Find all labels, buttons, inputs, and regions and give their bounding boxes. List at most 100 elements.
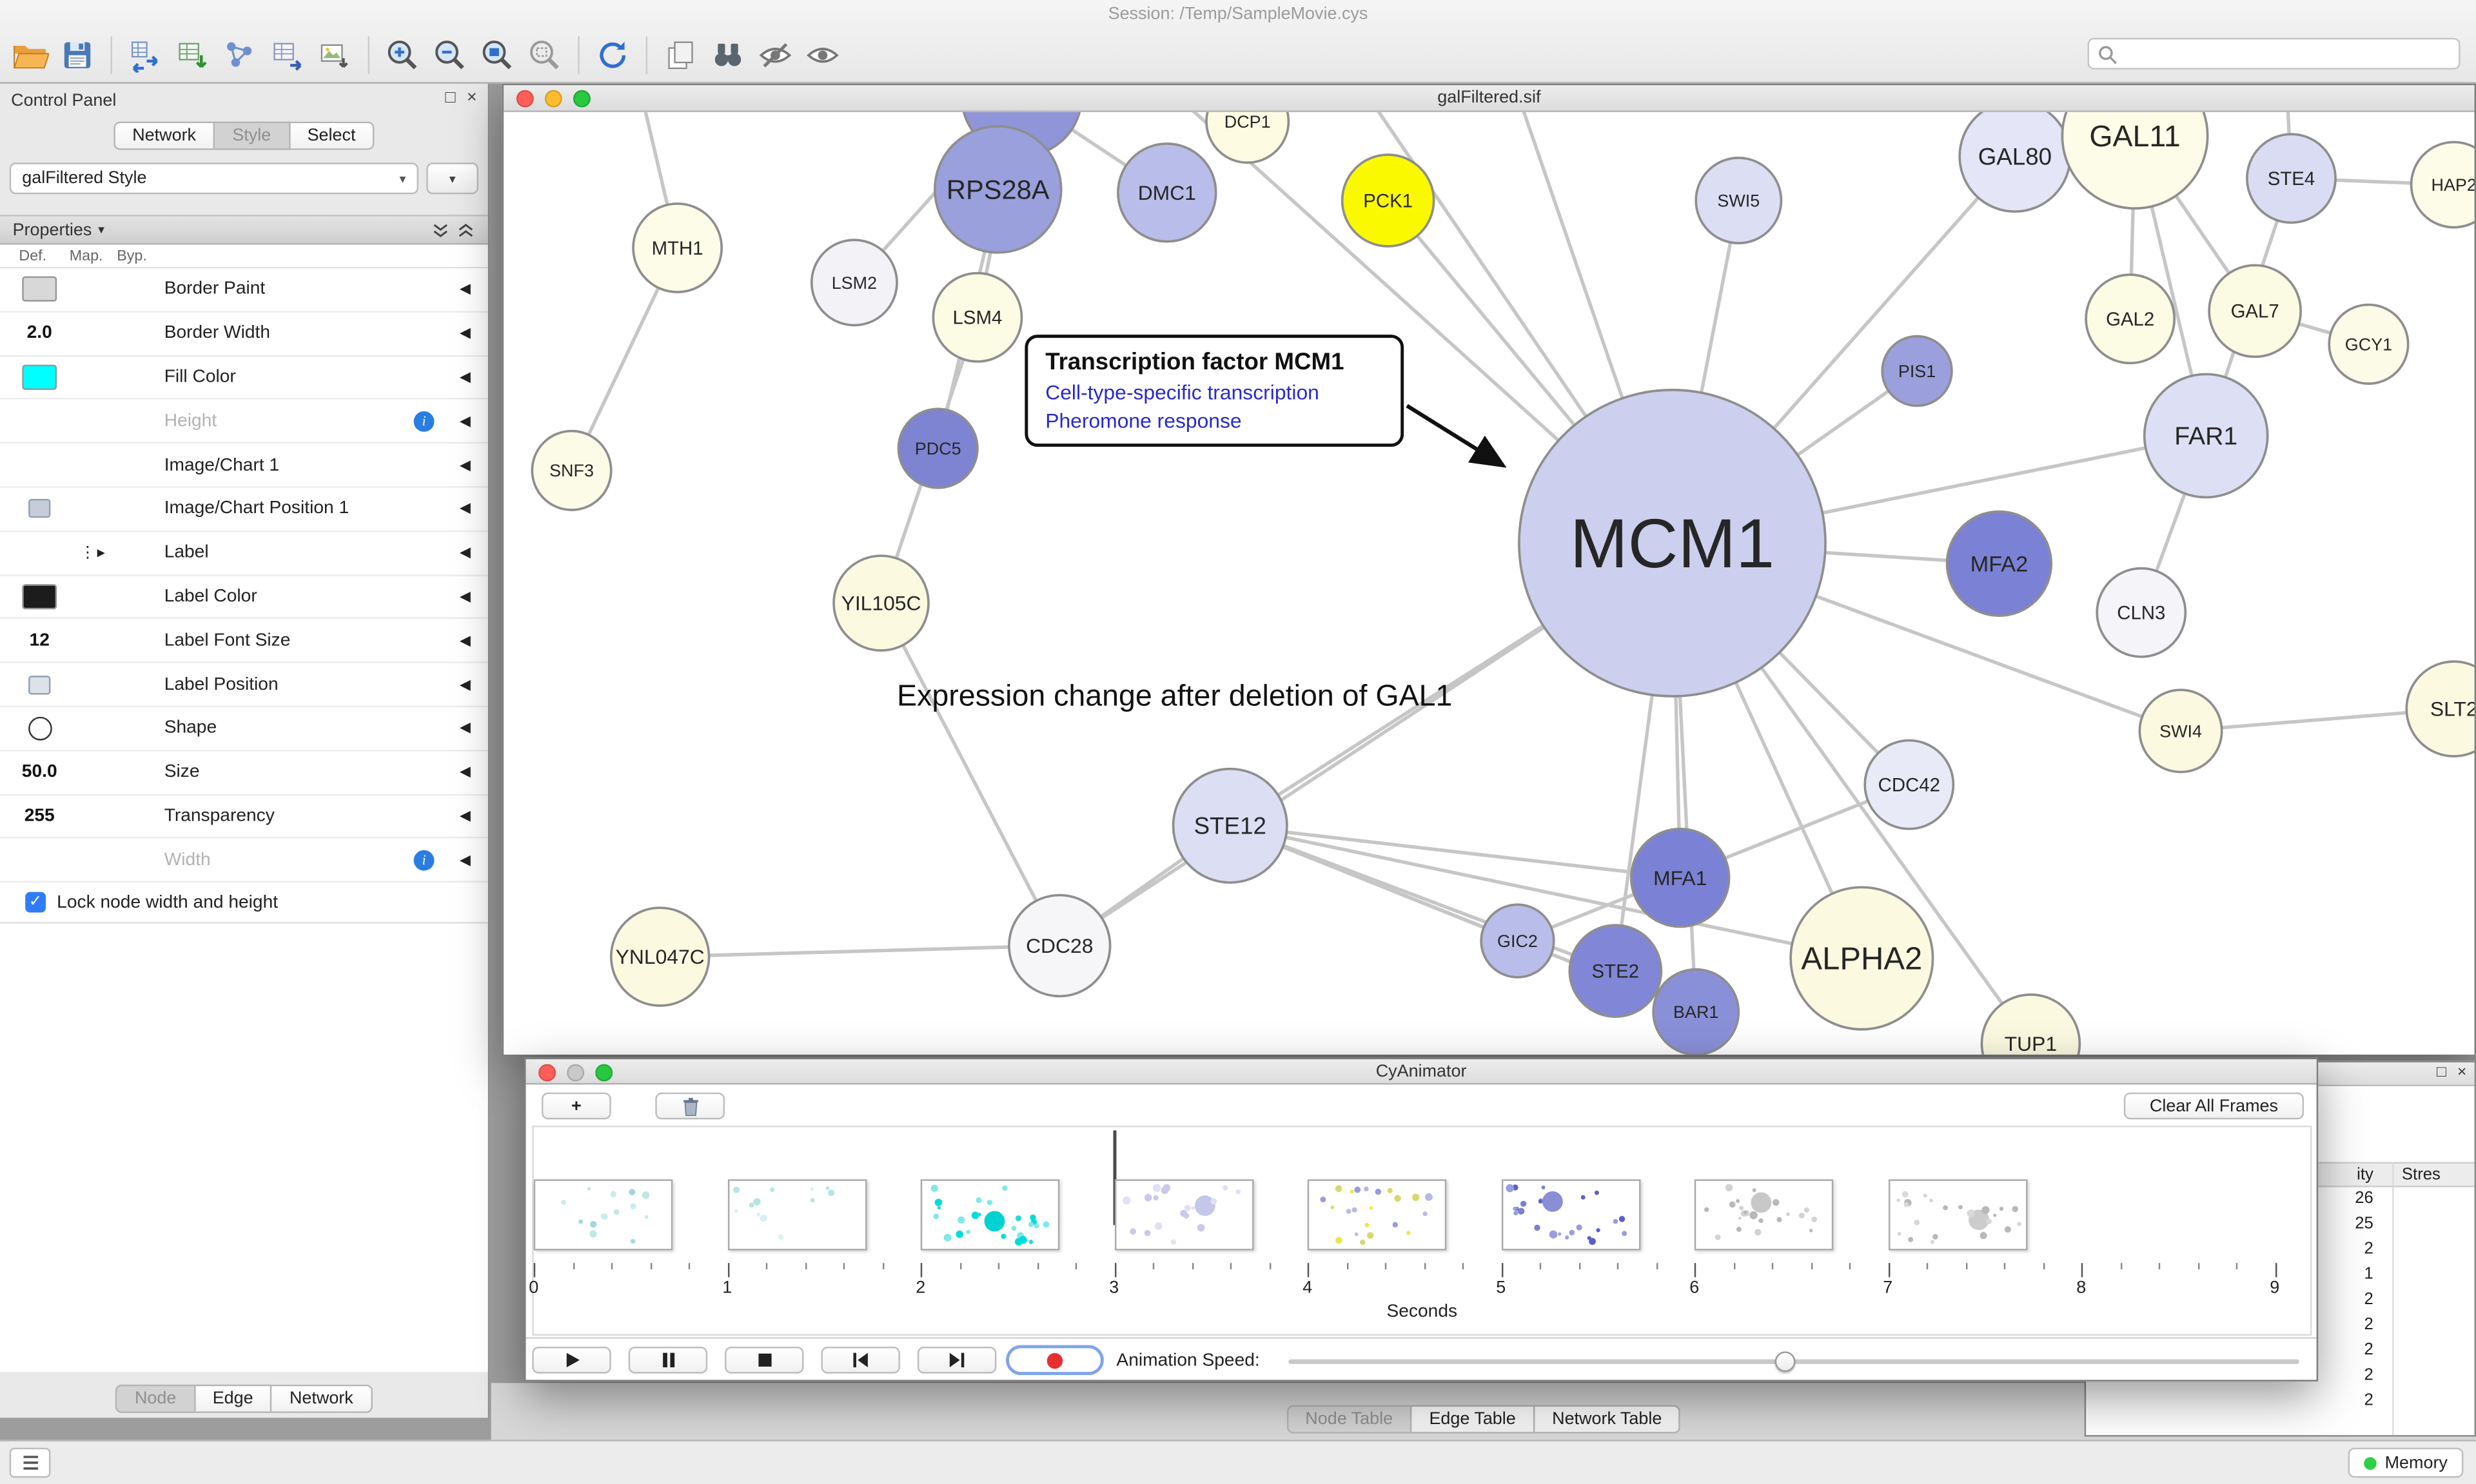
node-mcm1[interactable] [1518,389,1827,698]
expand-all-icon[interactable] [431,220,450,239]
style-select[interactable]: galFiltered Style ▾ [9,162,418,195]
zoom-fit-button[interactable] [474,33,521,77]
export-table-button[interactable] [264,33,311,77]
node-alpha2[interactable] [1789,886,1934,1031]
network-graph[interactable]: RPS28BRPS28ADMC1DCP1PCK1SWI5GAL80GAL11ST… [504,112,2475,1055]
node-cdc28[interactable] [1008,893,1112,998]
pause-button[interactable] [628,1346,708,1374]
expand-row-icon[interactable]: ◀ [459,676,471,692]
delete-frame-button[interactable] [655,1092,725,1120]
lock-dimensions-checkbox[interactable]: ✓ [25,892,46,913]
node-ynl047c[interactable] [609,906,711,1007]
node-cdc42[interactable] [1863,739,1955,830]
property-row-size[interactable]: 50.0 Size ◀ [0,751,488,796]
property-row-width[interactable]: Width i ◀ [0,839,488,883]
tab-node[interactable]: Node [115,1384,195,1413]
node-lsm4[interactable] [932,271,1023,363]
global-search[interactable] [2087,37,2461,70]
zoom-window-button[interactable] [573,90,591,108]
property-row-image-chart-position-1[interactable]: Image/Chart Position 1 ◀ [0,487,488,532]
expand-row-icon[interactable]: ◀ [459,632,471,648]
tab-network[interactable]: Network [113,121,215,150]
expand-row-icon[interactable]: ◀ [459,807,471,824]
edge-yil105c-cdc28[interactable] [879,602,1061,947]
zoom-selected-button[interactable] [521,33,568,77]
frame-thumbnail-4[interactable] [1307,1179,1447,1251]
node-bar1[interactable] [1652,968,1740,1055]
expand-row-icon[interactable]: ◀ [459,719,471,736]
float-panel-icon[interactable]: □ [445,88,456,108]
property-row-label-position[interactable]: Label Position ◀ [0,663,488,708]
minimize-window-button[interactable] [567,1064,585,1082]
frame-thumbnail-6[interactable] [1694,1179,1834,1251]
network-snapshot-button[interactable] [657,33,704,77]
expand-row-icon[interactable]: ◀ [459,851,471,868]
transparency-value[interactable]: 255 [24,806,55,826]
node-mth1[interactable] [632,202,723,293]
play-button[interactable] [532,1346,611,1374]
skip-to-start-button[interactable] [821,1346,900,1374]
expand-row-icon[interactable]: ◀ [459,763,471,779]
property-row-label[interactable]: ⋮▸ Label ◀ [0,531,488,576]
position-icon[interactable] [28,675,51,694]
node-gic2[interactable] [1480,903,1555,979]
memory-button[interactable]: Memory [2348,1447,2464,1478]
label-font-size-value[interactable]: 12 [29,631,50,650]
fill-color-swatch[interactable] [22,364,57,390]
node-ste4[interactable] [2246,133,2337,224]
playhead[interactable] [1113,1130,1116,1225]
export-image-button[interactable] [311,33,358,77]
column-header-stress[interactable]: Stres [2401,1165,2441,1184]
expand-row-icon[interactable]: ◀ [459,456,471,473]
edge-ste12-mfa1[interactable] [1230,824,1681,880]
show-graphics-button[interactable] [799,33,846,77]
node-rps28a[interactable] [933,125,1063,254]
property-row-transparency[interactable]: 255 Transparency ◀ [0,795,488,839]
property-row-image-chart-1[interactable]: Image/Chart 1 ◀ [0,444,488,488]
node-mfa2[interactable] [1945,510,2053,617]
expand-row-icon[interactable]: ◀ [459,412,471,429]
add-frame-button[interactable]: + [542,1092,611,1120]
node-gal11[interactable] [2061,112,2209,210]
annotation-link-transcription[interactable]: Cell-type-specific transcription [1045,380,1319,404]
table-row[interactable]: 25 [2086,1213,2474,1238]
close-window-button[interactable] [516,90,534,108]
expand-row-icon[interactable]: ◀ [459,544,471,560]
table-row[interactable]: 2 [2086,1314,2474,1339]
edge-ste12-alpha2[interactable] [1230,824,1862,961]
frame-thumbnail-7[interactable] [1887,1179,2027,1251]
edge-ynl047c-cdc28[interactable] [660,944,1060,959]
tab-style[interactable]: Style [215,121,290,150]
frame-thumbnail-1[interactable] [727,1179,867,1251]
node-tup1[interactable] [1980,993,2081,1055]
search-input[interactable] [2123,44,2451,63]
animation-speed-slider[interactable] [1288,1351,2299,1372]
hide-graphics-button[interactable] [752,33,799,77]
properties-header[interactable]: Properties ▾ [0,215,488,245]
style-options-button[interactable]: ▾ [426,162,479,195]
position-icon[interactable] [28,499,51,519]
refresh-view-button[interactable] [589,33,636,77]
float-panel-icon[interactable]: □ [2437,1064,2446,1082]
open-session-button[interactable] [6,33,54,77]
clear-all-frames-button[interactable]: Clear All Frames [2123,1092,2304,1120]
node-yil105c[interactable] [832,554,930,652]
save-session-button[interactable] [54,33,101,77]
table-row[interactable]: 2 [2086,1339,2474,1364]
node-ste2[interactable] [1568,924,1663,1018]
node-slt2[interactable] [2405,660,2475,757]
property-row-border-width[interactable]: 2.0 Border Width ◀ [0,312,488,356]
zoom-window-button[interactable] [595,1064,613,1082]
property-row-shape[interactable]: Shape ◀ [0,707,488,752]
border-width-value[interactable]: 2.0 [26,324,52,343]
table-row[interactable]: 2 [2086,1364,2474,1389]
cyanimator-titlebar[interactable]: CyAnimator [526,1059,2317,1085]
slider-thumb[interactable] [1774,1351,1796,1372]
info-icon[interactable]: i [413,850,435,870]
show-panels-button[interactable] [9,1447,51,1478]
annotation-mcm1[interactable]: Transcription factor MCM1 Cell-type-spec… [1025,335,1404,447]
property-row-border-paint[interactable]: Border Paint ◀ [0,268,488,313]
tab-edge-table[interactable]: Edge Table [1411,1405,1535,1434]
node-mfa1[interactable] [1629,827,1731,928]
